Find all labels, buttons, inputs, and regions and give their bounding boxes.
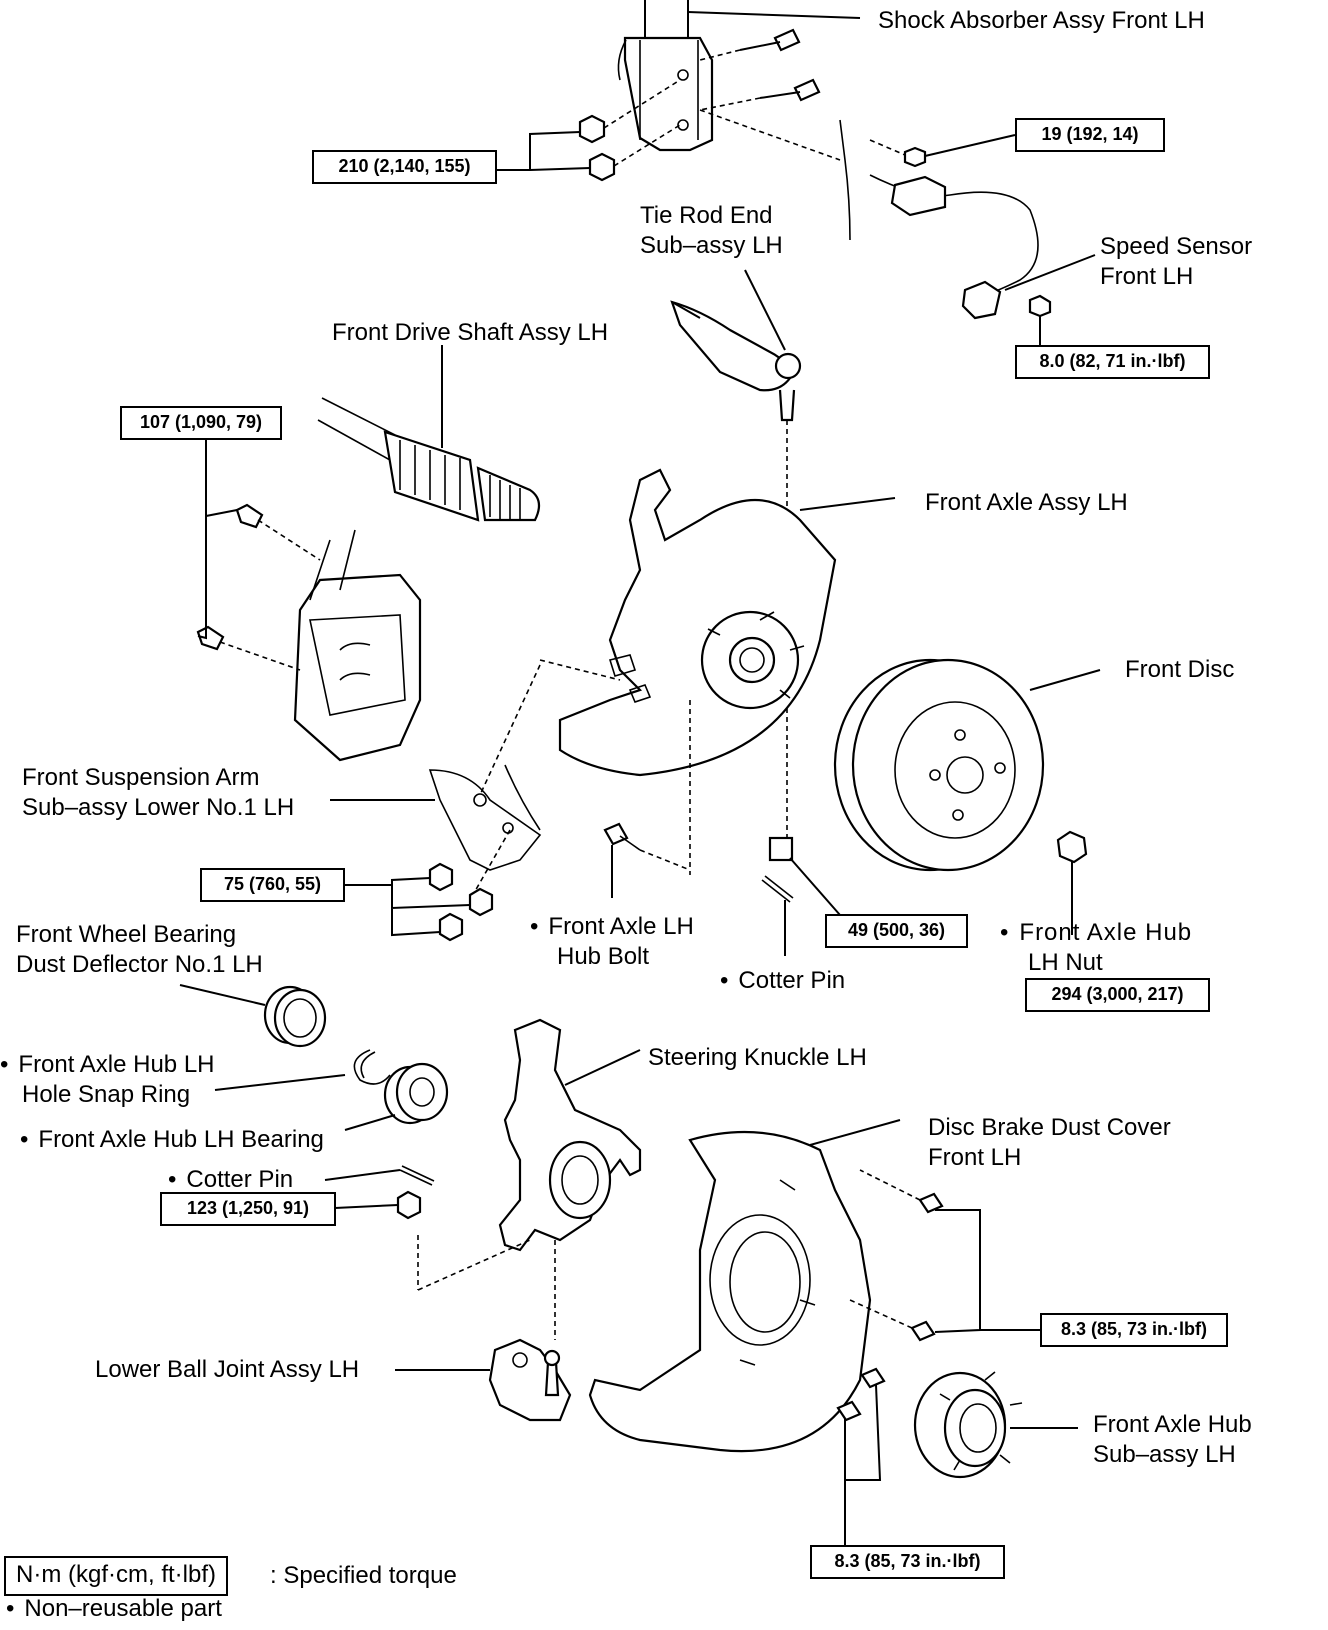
shock-absorber-drawing [578, 0, 861, 182]
label-drive-shaft: Front Drive Shaft Assy LH [332, 319, 609, 346]
front-axle-assy-drawing [539, 468, 896, 875]
torque-8-0: 8.0 (82, 71 in.·lbf) [1015, 345, 1210, 379]
torque-8-3-a: 8.3 (85, 73 in.·lbf) [1040, 1313, 1228, 1347]
torque-123: 123 (1,250, 91) [160, 1192, 336, 1226]
legend-unit-text: : Specified torque [270, 1562, 457, 1589]
drive-shaft-drawing [317, 345, 541, 522]
torque-107: 107 (1,090, 79) [120, 406, 282, 440]
legend-nonreusable: Non–reusable part [6, 1592, 222, 1626]
speed-sensor-drawing [839, 119, 1096, 345]
steering-knuckle-drawing [417, 1018, 642, 1340]
label-shock-absorber: Shock Absorber Assy Front LH [878, 7, 1205, 34]
ball-joint-drawing [395, 1338, 572, 1422]
torque-75: 75 (760, 55) [200, 868, 345, 902]
hub-bolt-drawing [603, 822, 691, 898]
legend-unit-box: N·m (kgf·cm, ft·lbf) [4, 1556, 228, 1596]
label-ball-joint: Lower Ball Joint Assy LH [95, 1356, 360, 1383]
cotter-pin-drawing [761, 836, 841, 956]
torque-294: 294 (3,000, 217) [1025, 978, 1210, 1012]
torque-49: 49 (500, 36) [825, 914, 968, 948]
brake-caliper-drawing [196, 432, 422, 762]
axle-hub-sub-drawing [913, 1371, 1078, 1479]
label-hub-bearing: Front Axle Hub LH Bearing [20, 1125, 323, 1155]
label-cotter-pin-2: Cotter Pin [168, 1165, 293, 1195]
torque-8-3-b: 8.3 (85, 73 in.·lbf) [810, 1545, 1005, 1579]
label-front-disc: Front Disc [1125, 656, 1235, 683]
lower-arm-drawing [330, 664, 542, 901]
front-disc-drawing [833, 658, 1101, 872]
bearing-parts-drawing [179, 984, 449, 1131]
torque-19: 19 (192, 14) [1015, 118, 1165, 152]
torque-210: 210 (2,140, 155) [312, 150, 497, 184]
dust-cover-drawing [588, 1119, 1040, 1545]
label-front-axle-assy: Front Axle Assy LH [925, 489, 1128, 516]
label-cotter-pin-1: Cotter Pin [720, 966, 845, 996]
label-steering-knuckle: Steering Knuckle LH [648, 1044, 867, 1071]
